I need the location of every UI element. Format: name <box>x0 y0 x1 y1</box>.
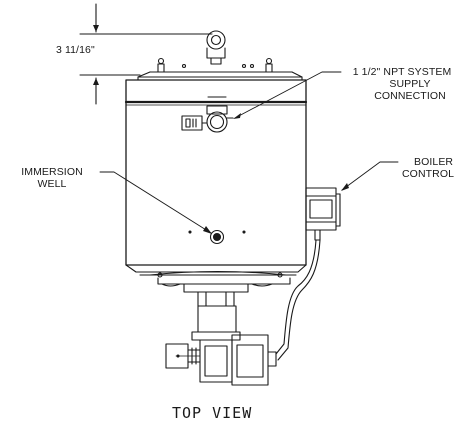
view-title: TOP VIEW <box>172 404 253 422</box>
supply-connection-line-2: SUPPLY <box>389 78 431 90</box>
immersion-well-line-1: IMMERSION <box>21 166 83 178</box>
dimension-lines <box>79 3 213 105</box>
supply-connection-line-1: 1 1/2" NPT SYSTEM <box>352 66 452 78</box>
boiler-control-line-1: BOILER <box>414 156 454 168</box>
leader-lines <box>99 71 399 234</box>
immersion-well <box>188 229 246 245</box>
top-fitting <box>206 30 226 65</box>
boiler-control-line-2: CONTROL <box>402 168 455 180</box>
dimension-label: 3 11/16" <box>56 44 95 56</box>
jacket-body <box>124 79 308 266</box>
burner-assembly <box>165 305 277 386</box>
burner-mount <box>125 264 307 307</box>
control-conduit <box>275 239 321 361</box>
jacket-top-cap <box>125 57 307 81</box>
boiler-control <box>305 187 341 241</box>
supply-connection-line-3: CONNECTION <box>374 90 446 102</box>
immersion-well-callout: IMMERSION WELL <box>4 166 100 190</box>
immersion-well-line-2: WELL <box>37 178 67 190</box>
boiler-control-callout: BOILER CONTROL <box>402 156 467 180</box>
supply-connection <box>181 105 234 133</box>
supply-connection-callout: 1 1/2" NPT SYSTEM SUPPLY CONNECTION <box>332 66 467 102</box>
